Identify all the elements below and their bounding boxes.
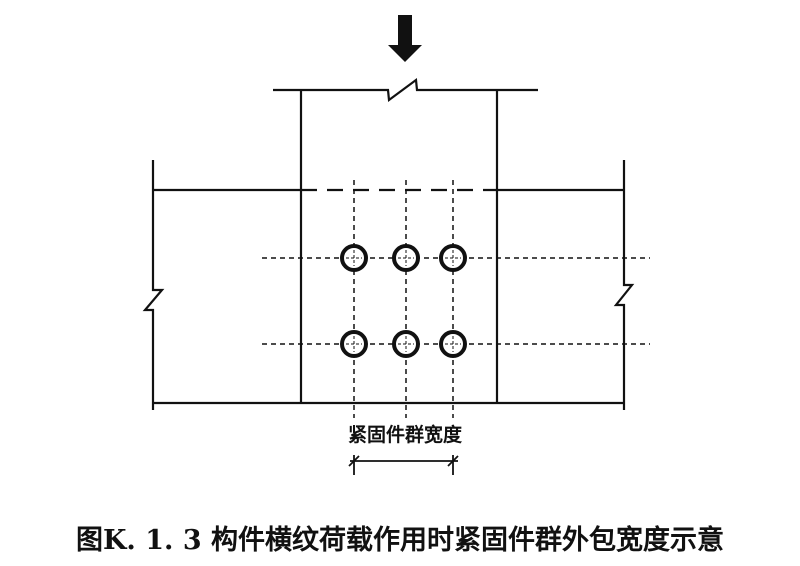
figure-caption: 图K. 1. 3 构件横纹荷载作用时紧固件群外包宽度示意: [75, 525, 725, 556]
dimension-line: [348, 455, 459, 475]
fastener-group-width-label: 紧固件群宽度: [347, 424, 462, 446]
top-member-edge: [273, 77, 538, 103]
beam-left-break: [142, 160, 165, 410]
load-arrow-icon: [388, 15, 422, 62]
beam-right-break: [613, 160, 635, 410]
